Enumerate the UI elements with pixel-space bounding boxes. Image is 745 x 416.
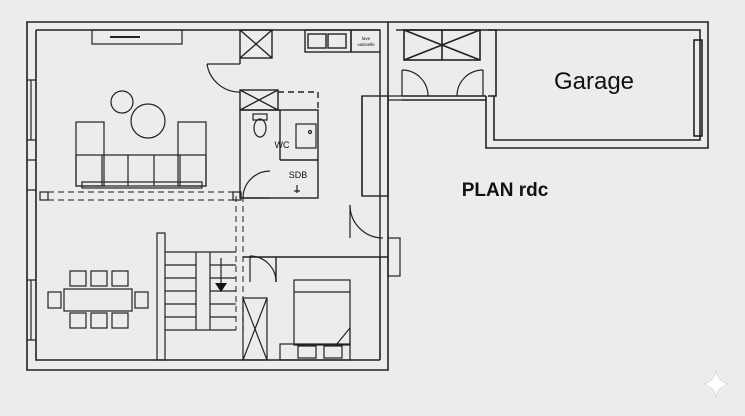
staircase bbox=[156, 232, 236, 361]
sofa bbox=[75, 121, 207, 189]
bed bbox=[279, 279, 351, 361]
sink-icon bbox=[294, 185, 300, 193]
stair-arrow-icon bbox=[215, 283, 227, 292]
dining-table bbox=[47, 270, 149, 329]
garage-walls bbox=[388, 21, 709, 149]
right-wall-windows bbox=[387, 95, 402, 277]
garage-label: Garage bbox=[554, 68, 634, 95]
plan-title: PLAN rdc bbox=[462, 180, 549, 201]
coffee-tables bbox=[110, 90, 166, 139]
pillars bbox=[39, 191, 242, 201]
shower bbox=[295, 123, 317, 149]
wc-label: WC bbox=[275, 140, 290, 150]
window-marks bbox=[27, 29, 183, 341]
bedroom-walls bbox=[243, 256, 388, 282]
toilet-icon bbox=[252, 113, 268, 138]
sdb-label: SDB bbox=[289, 170, 308, 180]
laundry-label-line2: vaisselle bbox=[357, 42, 375, 47]
core-walls bbox=[239, 29, 389, 257]
closet bbox=[242, 297, 268, 361]
sparkle-icon bbox=[702, 370, 730, 398]
laundry-label-line1: lave bbox=[362, 36, 371, 41]
